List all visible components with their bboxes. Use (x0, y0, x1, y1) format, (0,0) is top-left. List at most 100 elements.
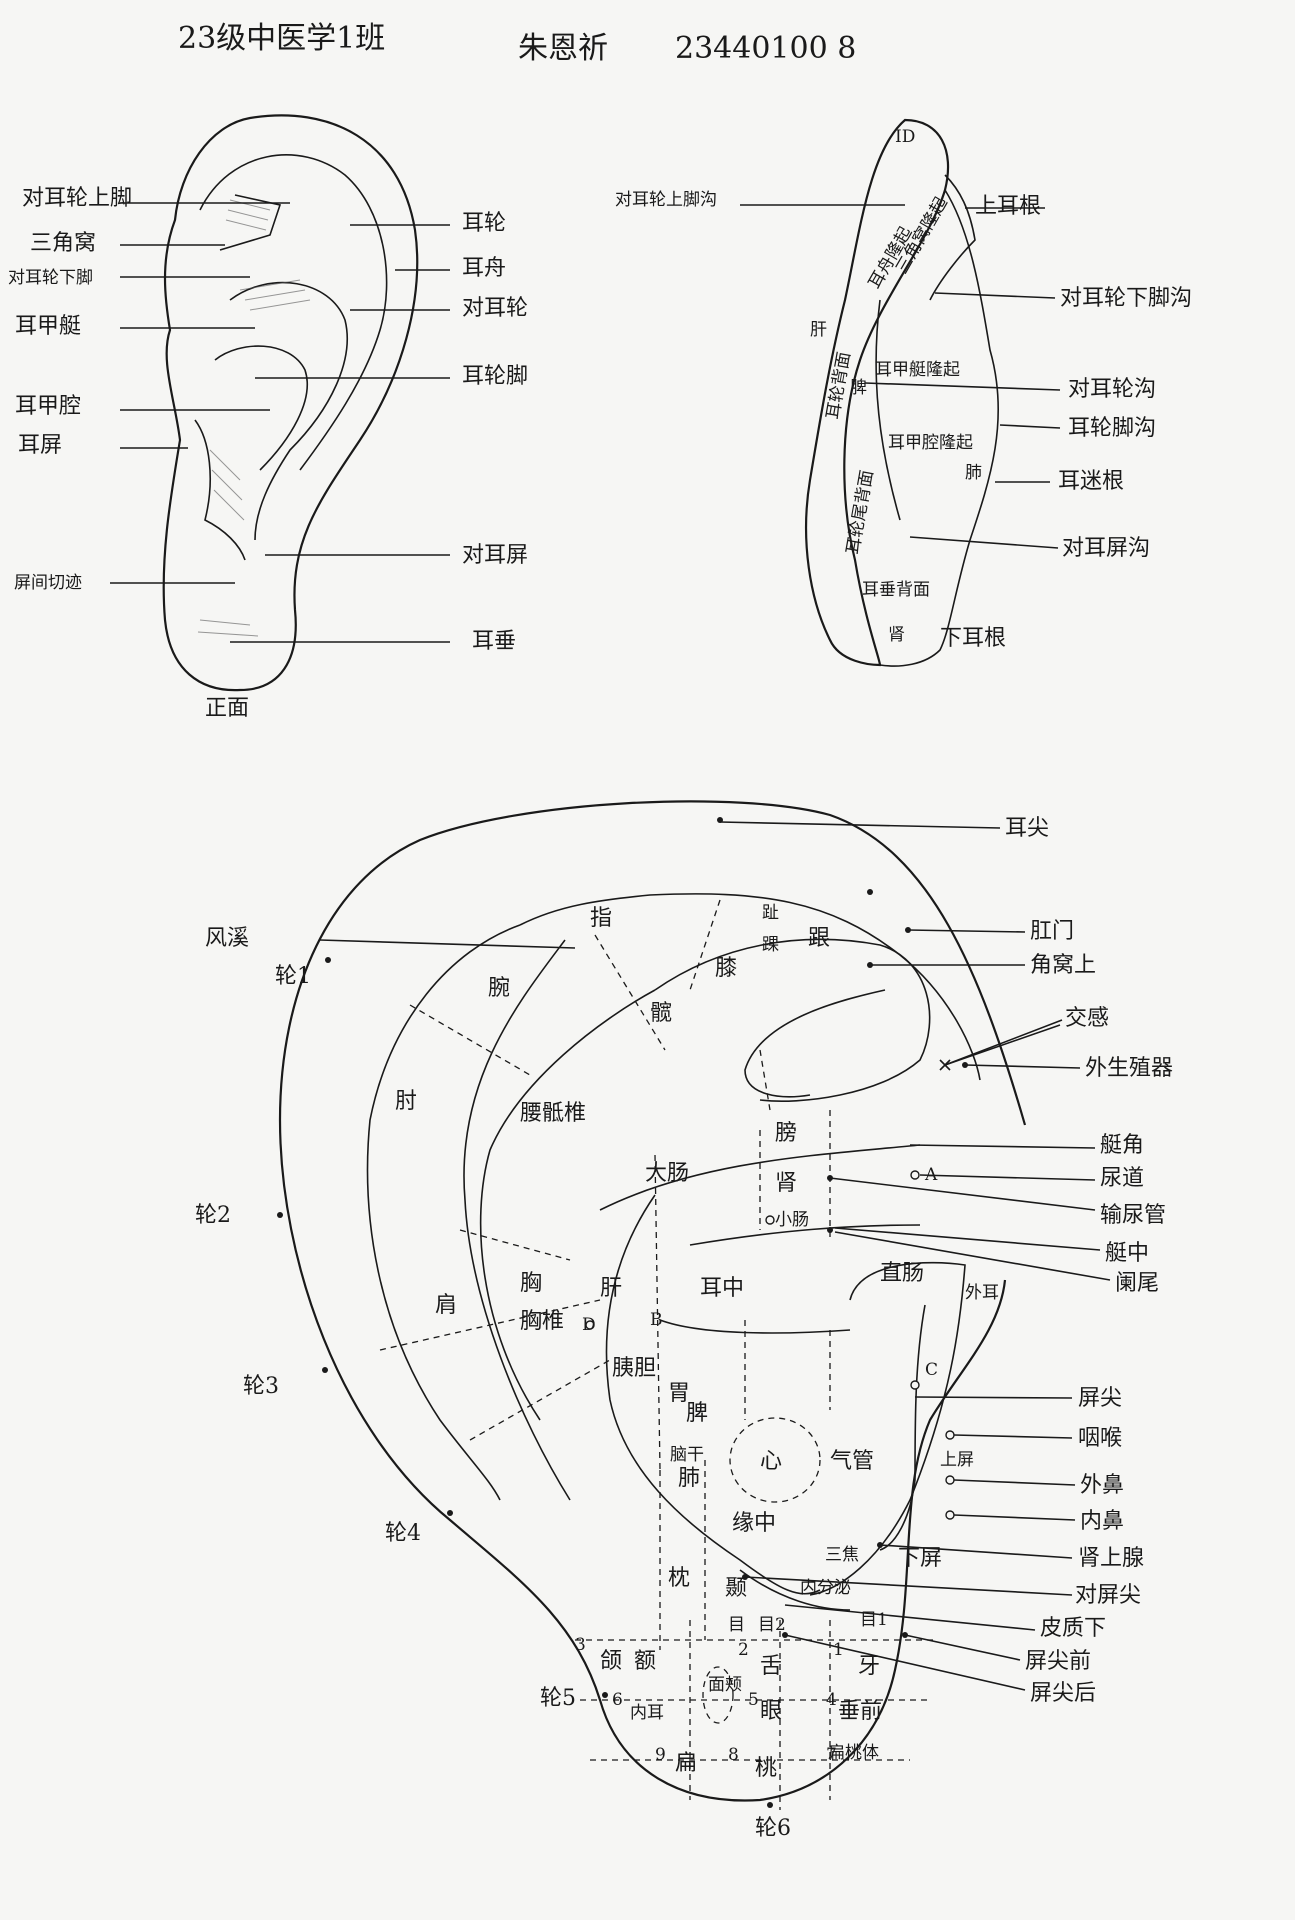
num-7: 7 (826, 1745, 837, 1765)
point-helix4 (447, 1510, 453, 1516)
num-2: 2 (738, 1640, 749, 1660)
map-label-antitragus-apex: 对屏尖 (1075, 1583, 1141, 1608)
point-helix6 (767, 1802, 773, 1808)
region-cheek: 面颊 (708, 1675, 742, 1695)
front-outer-contour (162, 114, 419, 692)
region-temple: 颞 (725, 1576, 747, 1601)
map-label-sympathetic: 交感 (1065, 1006, 1109, 1031)
region-rectum: 直肠 (880, 1261, 924, 1286)
front-caption: 正面 (205, 696, 249, 721)
point-small-intestine (765, 1215, 775, 1225)
back-label-inf-crus-groove: 对耳轮下脚沟 (1060, 286, 1192, 311)
mark-b: B (650, 1310, 663, 1330)
label-cymba: 耳甲艇 (15, 314, 81, 339)
back-helix-tail: 耳轮尾背面 (843, 469, 877, 556)
label-inf-crus: 对耳轮下脚 (8, 268, 93, 288)
map-cymba-top (599, 1144, 921, 1211)
map-label-genitalia: 外生殖器 (1085, 1056, 1173, 1081)
front-view: 对耳轮上脚 三角窝 对耳轮下脚 耳甲艇 耳甲腔 耳屏 屏间切迹 耳轮 耳舟 对耳… (8, 114, 528, 721)
map-crus-helix (689, 1224, 921, 1246)
map-leaders (319, 821, 1111, 1691)
back-lower-root: 下耳根 (940, 626, 1006, 651)
map-triangular-inner (744, 989, 886, 1098)
point-helix2 (277, 1212, 283, 1218)
back-leader-antitragus-groove (909, 536, 1059, 549)
point-pharynx (945, 1430, 955, 1440)
region-eye: 眼 (760, 1699, 782, 1724)
back-inner-groove (875, 299, 901, 521)
label-antihelix: 对耳轮 (462, 296, 528, 321)
region-tongue: 舌 (760, 1654, 782, 1679)
map-label-ureter: 输尿管 (1100, 1203, 1166, 1228)
map-antihelix-outer (463, 939, 571, 1501)
mark-c: C (925, 1360, 938, 1380)
label-lobe: 耳垂 (472, 629, 516, 654)
region-elbow: 肘 (395, 1089, 417, 1114)
map-label-tragus-apex: 屏尖 (1078, 1386, 1122, 1411)
map-crus-lower (659, 1319, 851, 1334)
map-label-subcortex: 皮质下 (1040, 1616, 1106, 1641)
map-concha-outline (605, 1194, 821, 1595)
map-label-helix4: 轮4 (385, 1521, 421, 1546)
back-leader-antihelix-groove (864, 382, 1061, 391)
point-appendix (827, 1227, 833, 1233)
region-bladder: 膀 (775, 1121, 797, 1146)
map-label-fossa-top: 角窝上 (1030, 953, 1096, 978)
map-label-helix1: 轮1 (275, 964, 311, 989)
region-upper-tragus: 上屏 (940, 1450, 974, 1470)
map-label-urethra: 尿道 (1100, 1166, 1144, 1191)
back-root-contour (879, 189, 1000, 667)
map-label-helix3: 轮3 (243, 1374, 279, 1399)
back-top-mark: ID (895, 127, 915, 147)
point-helix1 (325, 957, 331, 963)
region-forehead: 额 (634, 1649, 656, 1674)
region-endocrine: 内分泌 (800, 1578, 851, 1598)
back-label-antitragus-groove: 对耳屏沟 (1062, 536, 1150, 561)
region-wrist: 腕 (488, 976, 510, 1001)
map-label-apex: 耳尖 (1005, 816, 1049, 841)
num-6: 6 (612, 1690, 623, 1710)
map-label-helix6: 轮6 (755, 1816, 791, 1841)
num-9: 9 (655, 1745, 666, 1765)
map-outer-contour (278, 800, 1027, 1802)
back-liver: 肝 (810, 320, 827, 340)
point-nose-out (945, 1475, 955, 1485)
back-label-crus-groove: 耳轮脚沟 (1068, 416, 1156, 441)
label-triangular: 三角窝 (30, 231, 96, 256)
map-label-cymba-center: 艇中 (1105, 1241, 1149, 1266)
back-leader-inf-crus-groove (934, 292, 1056, 299)
region-trachea: 气管 (830, 1449, 874, 1474)
back-label-sup-crus-groove: 对耳轮上脚沟 (615, 190, 717, 210)
region-occiput: 枕 (668, 1566, 690, 1591)
map-label-appendix: 阑尾 (1115, 1271, 1159, 1296)
region-tonsil-b: 桃 (755, 1756, 777, 1781)
region-large-intestine: 大肠 (645, 1161, 689, 1186)
region-lower-tragus: 下屏 (898, 1546, 942, 1571)
point-d (585, 1320, 595, 1330)
front-concha (214, 345, 309, 471)
back-leader-crus-groove (999, 424, 1061, 429)
map-label-rear-tip: 屏尖后 (1030, 1681, 1096, 1706)
front-antihelix (229, 281, 349, 541)
point-helix3 (322, 1367, 328, 1373)
region-eye-a: 目 (728, 1615, 745, 1635)
num-4: 4 (826, 1690, 837, 1710)
region-lobe-front: 垂前 (838, 1699, 882, 1724)
back-cavum-eminence: 耳甲腔隆起 (888, 433, 973, 453)
back-kidney: 肾 (888, 625, 905, 645)
region-ear-center: 耳中 (700, 1276, 744, 1301)
map-cheek-oval (702, 1666, 734, 1724)
region-tonsil-a: 扁 (675, 1751, 697, 1776)
back-label-antihelix-groove: 对耳轮沟 (1068, 377, 1156, 402)
region-eye1: 目1 (860, 1610, 888, 1630)
region-knee: 膝 (715, 956, 737, 981)
back-lung: 肺 (965, 463, 982, 483)
region-finger: 指 (590, 906, 612, 931)
region-heart: 心 (760, 1449, 782, 1474)
student-id: 23440100 8 (675, 31, 856, 66)
map-label-anus: 肛门 (1030, 919, 1074, 944)
back-label-vagus-root: 耳迷根 (1058, 469, 1124, 494)
num-1: 1 (833, 1640, 844, 1660)
mark-a: A (924, 1165, 938, 1185)
map-label-front-tip: 屏尖前 (1025, 1649, 1091, 1674)
